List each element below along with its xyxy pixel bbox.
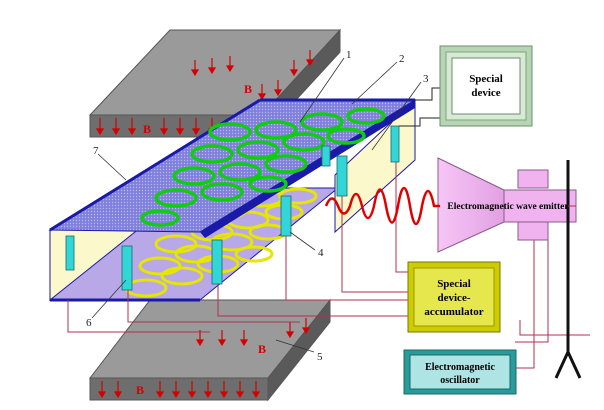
accumulator-box: Special device- accumulator — [407, 261, 501, 333]
field-label-bottom-left: B — [136, 383, 144, 397]
callout-7: 7 — [93, 145, 99, 157]
field-label-top-left: B — [143, 122, 151, 136]
field-label-bottom-right: B — [258, 342, 266, 356]
callout-5: 5 — [317, 351, 323, 363]
callout-2: 2 — [399, 53, 405, 65]
emitter-label: Electromagnetic wave emitter — [447, 202, 569, 212]
connector-lines — [399, 87, 440, 127]
bottom-magnet: B B — [88, 298, 332, 402]
accumulator-label-line2: device- — [438, 292, 471, 304]
upper-plate — [48, 98, 417, 238]
electromagnetic-wave — [324, 186, 440, 226]
accumulator-label-line3: accumulator — [424, 306, 483, 318]
wires — [67, 162, 590, 369]
accumulator-label-line1: Special — [437, 278, 471, 290]
emitter: Electromagnetic wave emitter — [437, 157, 577, 253]
special-device-label-line1: Special — [469, 73, 503, 85]
special-device-box: Special device — [439, 45, 533, 127]
oscillator-label-line2: oscillator — [440, 375, 480, 386]
antenna — [554, 160, 582, 379]
callout-6: 6 — [86, 317, 92, 329]
special-device-label-line2: device — [471, 87, 500, 99]
callout-3: 3 — [423, 73, 429, 85]
callout-1: 1 — [346, 49, 352, 61]
field-label-top-right: B — [244, 82, 252, 96]
oscillator-box: Electromagnetic oscillator — [403, 349, 517, 395]
green-coils — [140, 107, 386, 227]
bottom-magnet-field-arrows — [97, 318, 311, 399]
top-magnet-field-arrows — [95, 50, 315, 136]
callout-4: 4 — [318, 247, 324, 259]
oscillator-label-line1: Electromagnetic — [425, 362, 495, 373]
callout-leaders — [91, 57, 422, 353]
